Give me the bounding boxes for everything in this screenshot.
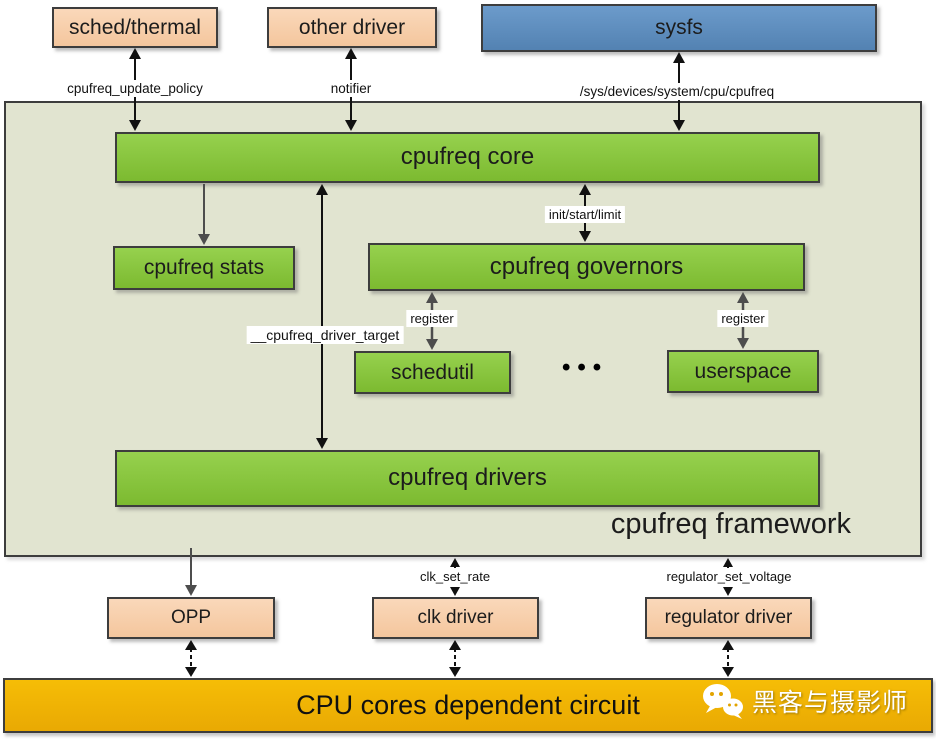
edge-label-cpufreq-driver-target: __cpufreq_driver_target — [246, 326, 404, 344]
arrow-regulator-bus — [722, 640, 734, 677]
node-other-driver: other driver — [267, 7, 437, 48]
watermark-text: 黑客与摄影师 — [751, 689, 908, 717]
node-sched-thermal: sched/thermal — [52, 7, 218, 48]
node-cpufreq-stats: cpufreq stats — [113, 246, 295, 290]
node-userspace: userspace — [667, 350, 819, 393]
edge-label-sysfs-path: /sys/devices/system/cpu/cpufreq — [575, 83, 779, 100]
edge-label-register-userspace: register — [717, 310, 769, 327]
edge-label-init-start-limit: init/start/limit — [544, 206, 626, 223]
node-regulator-driver: regulator driver — [645, 597, 812, 639]
node-schedutil: schedutil — [354, 351, 511, 394]
edge-label-clk-set-rate: clk_set_rate — [415, 568, 495, 585]
arrow-clk-bus — [449, 640, 461, 677]
node-cpufreq-core: cpufreq core — [115, 132, 820, 183]
watermark: 黑客与摄影师 — [702, 683, 908, 719]
governors-ellipsis: ••• — [562, 354, 609, 381]
node-cpufreq-drivers: cpufreq drivers — [115, 450, 820, 507]
edge-label-notifier: notifier — [326, 80, 376, 97]
cpu-cores-bus: CPU cores dependent circuit — [3, 678, 933, 733]
edge-label-register-schedutil: register — [406, 310, 458, 327]
wechat-icon — [702, 684, 743, 719]
node-cpufreq-governors: cpufreq governors — [368, 243, 805, 291]
edge-label-cpufreq-update-policy: cpufreq_update_policy — [63, 80, 207, 97]
node-opp: OPP — [107, 597, 275, 639]
edge-label-regulator-set-voltage: regulator_set_voltage — [662, 568, 796, 585]
bus-label: CPU cores dependent circuit — [296, 690, 640, 720]
arrow-opp-bus — [185, 640, 197, 677]
framework-label: cpufreq framework — [610, 508, 851, 540]
node-clk-driver: clk driver — [372, 597, 539, 639]
node-sysfs: sysfs — [481, 4, 877, 52]
